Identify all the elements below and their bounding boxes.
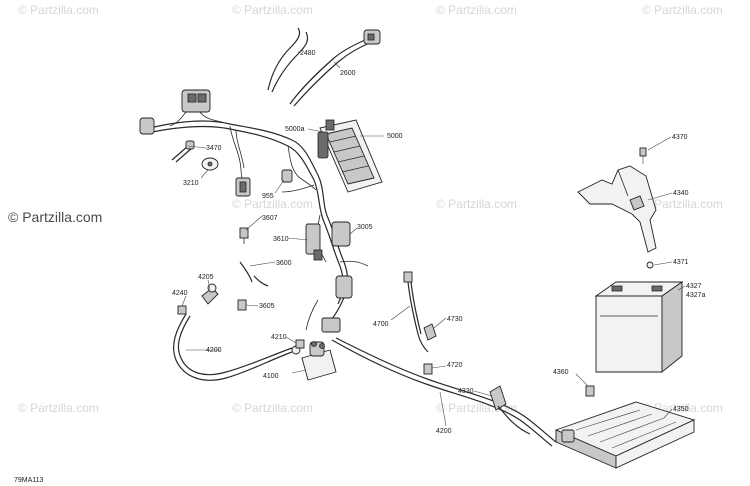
callout-4205: 4205	[198, 274, 214, 281]
callout-labels: 2480 2600 5000a 5000 3470 3210 955 3607 …	[172, 50, 706, 435]
ground-strap	[403, 271, 437, 375]
callout-3470: 3470	[206, 145, 222, 152]
harness-2480-2600	[267, 27, 381, 107]
callout-3600: 3600	[276, 260, 292, 267]
watermark: © Partzilla.com	[436, 3, 517, 17]
watermark: © Partzilla.com	[232, 197, 313, 211]
ground-cable-3600	[237, 227, 269, 311]
battery	[594, 281, 684, 373]
callout-3005: 3005	[357, 224, 373, 231]
watermark: © Partzilla.com	[642, 197, 723, 211]
callout-4200-left: 4200	[206, 347, 222, 354]
watermark-layer: © Partzilla.com © Partzilla.com © Partzi…	[8, 3, 723, 415]
starter-solenoid	[295, 339, 337, 381]
callout-2480: 2480	[300, 50, 316, 57]
callout-955: 955	[262, 193, 274, 200]
cable-terminal-4205	[177, 283, 219, 315]
watermark: © Partzilla.com	[232, 3, 313, 17]
watermark: © Partzilla.com	[642, 3, 723, 17]
battery-bracket	[577, 147, 657, 269]
callout-4240: 4240	[172, 290, 188, 297]
callout-4200-right: 4200	[436, 428, 452, 435]
callout-4350: 4350	[673, 406, 689, 413]
callout-4340: 4340	[673, 190, 689, 197]
diagram-code: 79MA113	[14, 477, 44, 484]
callout-4327: 4327	[686, 283, 702, 290]
callout-4720: 4720	[447, 362, 463, 369]
battery-tray	[554, 385, 696, 469]
watermark: © Partzilla.com	[18, 3, 99, 17]
callout-4730: 4730	[447, 316, 463, 323]
callout-4330: 4330	[458, 388, 474, 395]
callout-4327a: 4327a	[686, 292, 706, 299]
callout-4100: 4100	[263, 373, 279, 380]
callout-4370: 4370	[672, 134, 688, 141]
watermark-main: © Partzilla.com	[8, 209, 102, 225]
callout-5000a: 5000a	[285, 126, 305, 133]
battery-cable-right	[331, 337, 557, 447]
callout-2600: 2600	[340, 70, 356, 77]
callout-3605: 3605	[259, 303, 275, 310]
battery-cable-left	[173, 313, 301, 381]
ecm-module	[317, 119, 383, 193]
callout-3210: 3210	[183, 180, 199, 187]
watermark: © Partzilla.com	[436, 197, 517, 211]
small-parts-3470-3210	[171, 140, 219, 171]
callout-3607: 3607	[262, 215, 278, 222]
callout-4371: 4371	[673, 259, 689, 266]
callout-4360: 4360	[553, 369, 569, 376]
watermark: © Partzilla.com	[18, 401, 99, 415]
callout-4700: 4700	[373, 321, 389, 328]
callout-4210: 4210	[271, 334, 287, 341]
leader-lines	[181, 51, 686, 427]
relay-cluster	[169, 89, 223, 127]
callout-5000: 5000	[387, 133, 403, 140]
callout-3610: 3610	[273, 236, 289, 243]
main-wiring-harness	[139, 117, 369, 333]
watermark: © Partzilla.com	[232, 401, 313, 415]
